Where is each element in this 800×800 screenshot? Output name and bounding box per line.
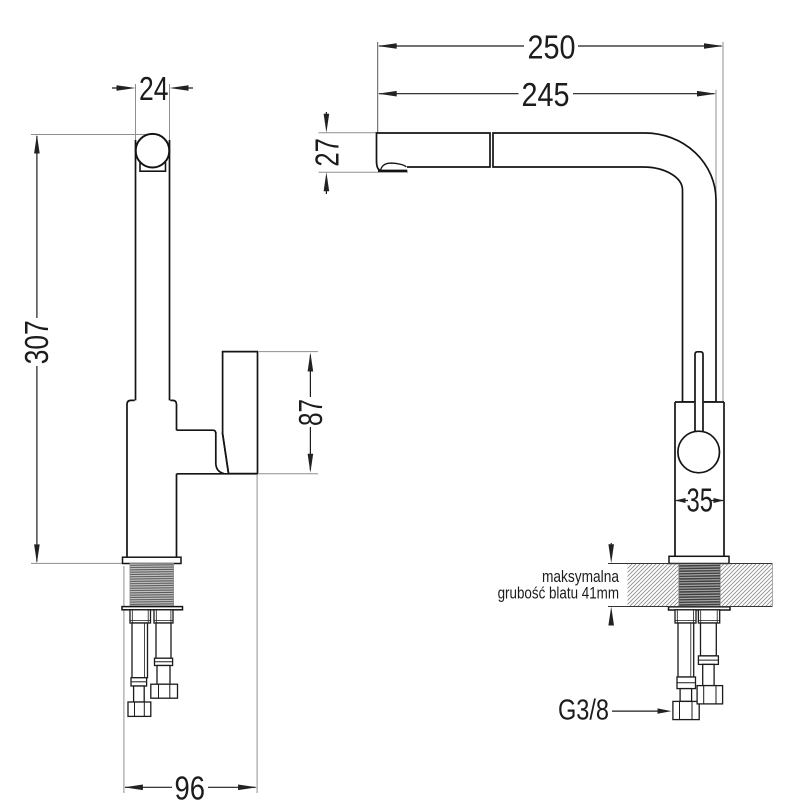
svg-text:G3/8: G3/8 <box>558 695 609 727</box>
svg-text:96: 96 <box>175 770 206 800</box>
svg-text:grubość blatu 41mm: grubość blatu 41mm <box>498 585 619 603</box>
svg-text:24: 24 <box>139 70 169 107</box>
svg-text:maksymalna: maksymalna <box>542 568 620 586</box>
svg-text:87: 87 <box>292 399 329 426</box>
svg-text:27: 27 <box>308 138 345 167</box>
svg-text:307: 307 <box>18 320 55 364</box>
svg-text:35: 35 <box>687 481 714 518</box>
svg-text:250: 250 <box>528 29 576 66</box>
svg-text:245: 245 <box>522 76 570 113</box>
